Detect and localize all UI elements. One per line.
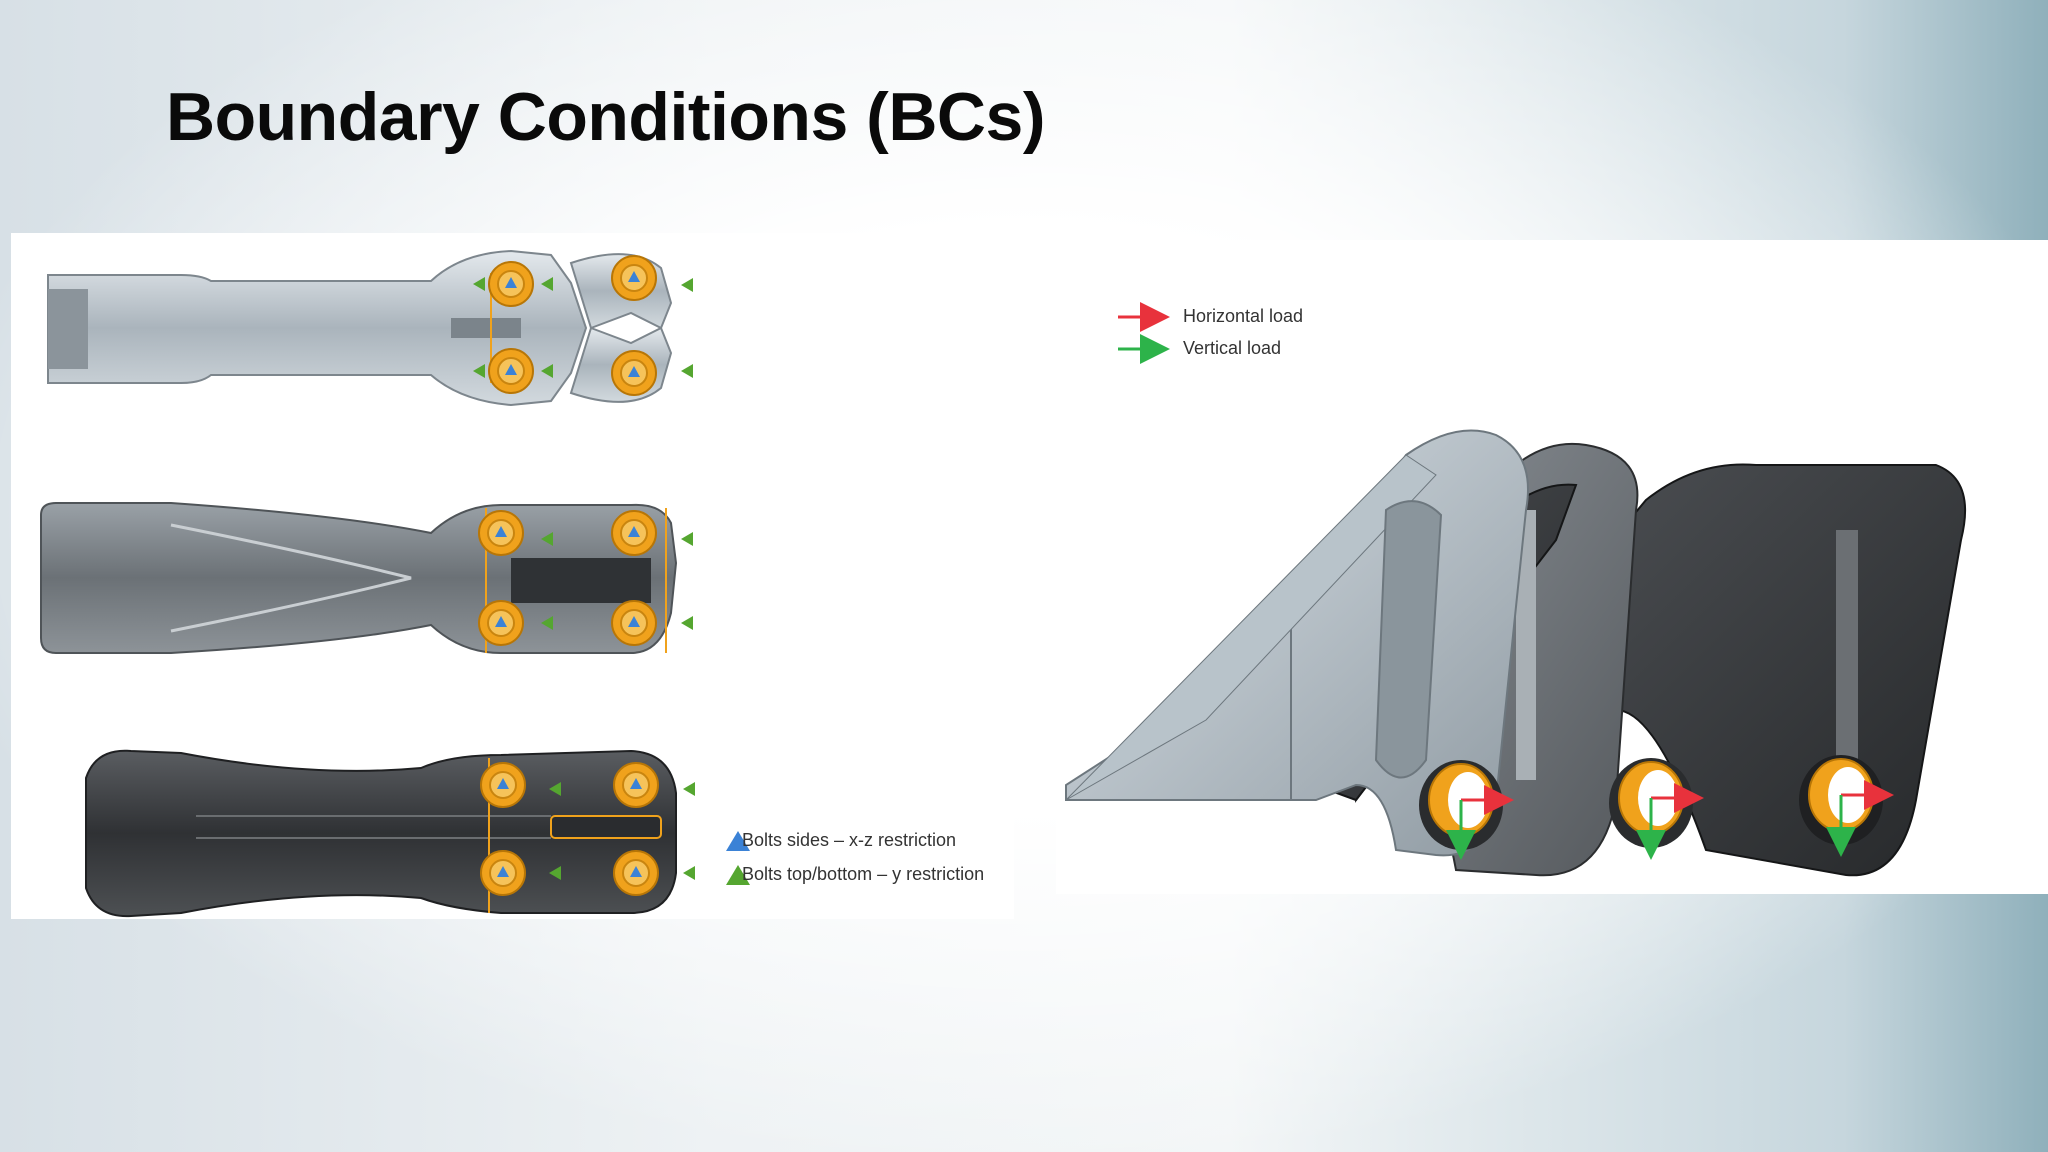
bolt-marker bbox=[478, 600, 524, 646]
bolt-marker bbox=[480, 762, 526, 808]
bolt-marker bbox=[613, 850, 659, 896]
legend-label-bolt-top-bottom: Bolts top/bottom – y restriction bbox=[742, 864, 985, 884]
bolt-marker bbox=[611, 350, 657, 396]
bolt-marker bbox=[611, 600, 657, 646]
load-point-2 bbox=[1609, 758, 1704, 860]
bolt-marker bbox=[478, 510, 524, 556]
top-view-light bbox=[47, 249, 693, 407]
green-triangle-icon bbox=[726, 865, 750, 885]
bolt-marker bbox=[488, 348, 534, 394]
bc-views-figure bbox=[40, 249, 750, 918]
bolt-marker bbox=[611, 255, 657, 301]
load-render-figure bbox=[1065, 302, 1967, 877]
load-render-panel: Horizontal load Vertical load bbox=[1056, 240, 2048, 894]
legend-label-horizontal-load: Horizontal load bbox=[1183, 306, 1304, 326]
blue-triangle-icon bbox=[726, 831, 750, 851]
legend-label-vertical-load: Vertical load bbox=[1183, 338, 1282, 358]
bolt-marker bbox=[488, 261, 534, 307]
top-view-mid bbox=[40, 502, 693, 654]
bolt-marker bbox=[480, 850, 526, 896]
load-point-3 bbox=[1799, 755, 1894, 857]
load-point-1 bbox=[1419, 760, 1514, 860]
legend-label-bolt-sides: Bolts sides – x-z restriction bbox=[742, 830, 957, 850]
bolt-marker bbox=[613, 762, 659, 808]
bc-views-panel: Bolts sides – x-z restriction Bolts top/… bbox=[11, 233, 1014, 919]
top-view-dark bbox=[85, 749, 695, 918]
bolt-marker bbox=[611, 510, 657, 556]
slide-title: Boundary Conditions (BCs) bbox=[166, 79, 1046, 155]
